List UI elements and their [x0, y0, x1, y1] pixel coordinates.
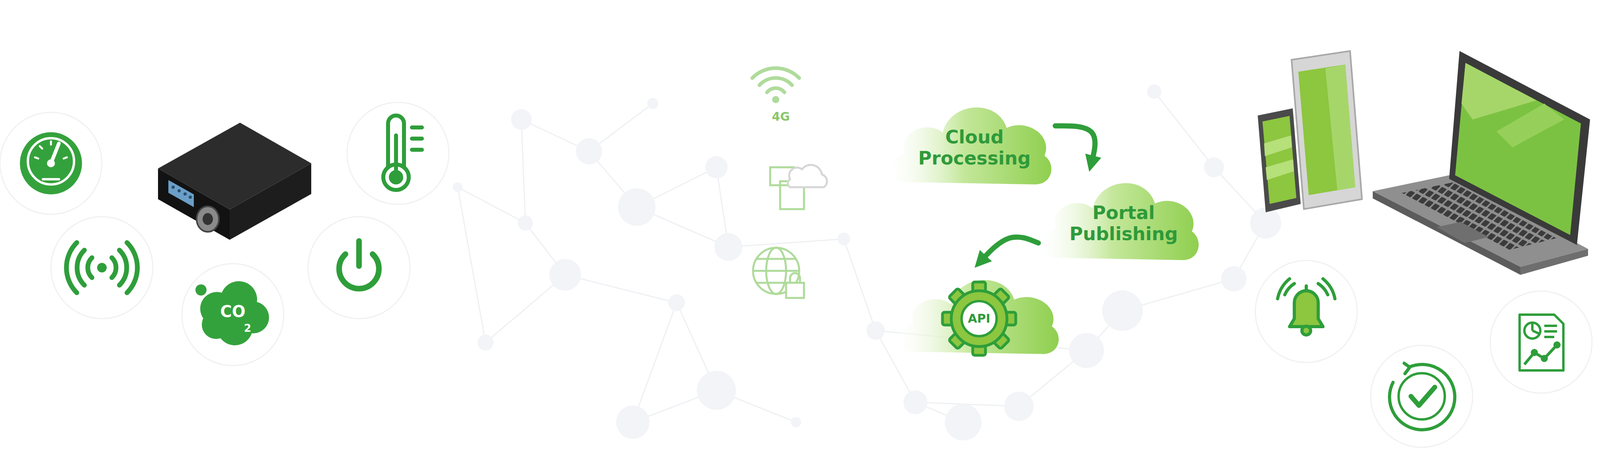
- network-dot: [511, 109, 532, 130]
- flow-arrow: [1055, 125, 1095, 166]
- cloud-label: Cloud Processing: [918, 126, 1031, 169]
- network-dot: [1221, 265, 1247, 292]
- cloud-outline: [900, 279, 1059, 354]
- network-line: [843, 238, 876, 331]
- check-icon: [1389, 362, 1455, 430]
- network-dot: [714, 232, 743, 261]
- network-dot: [647, 97, 659, 110]
- signal-icon: [66, 242, 138, 293]
- thermometer-icon: [383, 115, 422, 190]
- network-dot: [790, 416, 802, 428]
- phone-device: [1257, 108, 1301, 213]
- tablet-device: [1291, 50, 1362, 209]
- network-dot: [903, 390, 928, 414]
- co2-cloud-icon: [195, 280, 270, 346]
- cloud-label: Portal Publishing: [1069, 202, 1178, 245]
- network-dot: [1069, 332, 1105, 368]
- bell-icon: [1277, 278, 1335, 335]
- network-dot: [1147, 84, 1162, 99]
- gauge-icon: [19, 132, 82, 195]
- network-dot: [696, 370, 736, 410]
- network-dot: [668, 294, 685, 311]
- power-icon: [339, 240, 379, 289]
- api-label: API: [967, 311, 991, 326]
- network-line: [1154, 91, 1214, 168]
- network-type-label: 4G: [771, 109, 791, 124]
- cloud-connect-icon: [770, 164, 828, 209]
- network-background: [452, 84, 1282, 441]
- network-dot: [616, 405, 650, 439]
- network-dot: [452, 182, 463, 192]
- network-line: [457, 187, 526, 223]
- network-line: [521, 119, 526, 223]
- network-dot: [477, 334, 494, 351]
- network-dot: [944, 403, 982, 441]
- network-line: [632, 302, 677, 422]
- cloud-outline: [891, 107, 1052, 185]
- network-line: [457, 187, 486, 343]
- cloud-node: Portal Publishing: [1038, 165, 1203, 269]
- report-icon: [1519, 314, 1564, 371]
- network-dot: [517, 215, 533, 231]
- network-dot: [705, 156, 728, 179]
- network-dot: [1203, 157, 1224, 178]
- co2-label: CO: [220, 302, 246, 321]
- network-dot: [866, 321, 885, 340]
- network-dot: [575, 138, 603, 165]
- network-line: [565, 274, 677, 303]
- cloud-node: Cloud Processing: [887, 89, 1056, 194]
- network-dot: [549, 258, 582, 291]
- cloud-node: API: [895, 262, 1063, 363]
- gateway-device: [158, 122, 312, 240]
- co2-subscript: 2: [243, 321, 252, 334]
- cloud-outline: [1042, 183, 1199, 260]
- flow-arrow: [979, 236, 1039, 263]
- laptop-device: [1372, 50, 1591, 275]
- cellular-icon: [752, 68, 800, 104]
- network-line: [728, 238, 844, 247]
- network-dot: [618, 188, 656, 226]
- network-dot: [837, 232, 851, 246]
- network-dot: [1004, 391, 1034, 421]
- network-dot: [1102, 290, 1143, 331]
- secure-globe-icon: [753, 247, 804, 298]
